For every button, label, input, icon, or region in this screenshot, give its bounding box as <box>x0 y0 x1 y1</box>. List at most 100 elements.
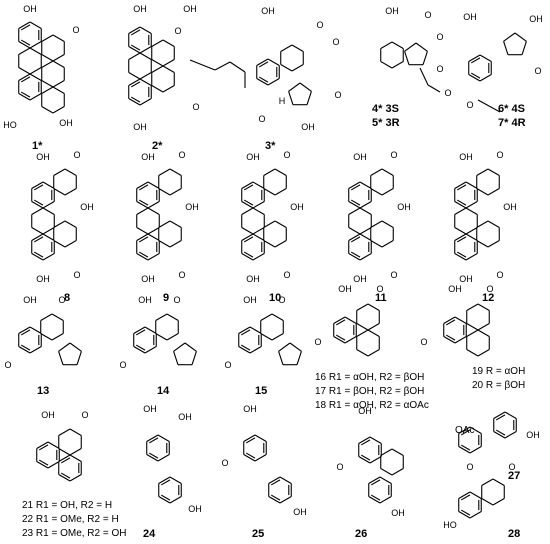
ring-bond <box>158 220 171 228</box>
ring-bond <box>241 201 254 209</box>
ring-bond <box>344 336 357 344</box>
ring-bond <box>252 233 265 241</box>
ring-bond <box>139 98 152 106</box>
hydroxyl-label: OH <box>448 284 462 294</box>
double-bond <box>270 479 281 486</box>
ring-bond <box>288 82 301 92</box>
ring-bond <box>260 313 273 321</box>
oxygen-label: O <box>73 270 80 280</box>
ring-bond <box>241 207 254 215</box>
ring-bond <box>367 323 380 331</box>
ring-bond <box>157 434 170 442</box>
double-bond <box>33 199 44 206</box>
ring-bond <box>29 326 42 334</box>
compound-label-9: 9 <box>163 292 170 304</box>
ring-bond <box>458 446 471 454</box>
oxygen-label: O <box>192 102 199 112</box>
ring-bond <box>465 233 478 241</box>
double-bond <box>350 251 361 258</box>
oxygen-label: O <box>178 270 185 280</box>
ring-bond <box>477 329 490 337</box>
ring-bond <box>476 168 489 176</box>
oxygen-label: O <box>119 360 126 370</box>
double-bond <box>460 509 471 516</box>
ring-bond <box>454 253 467 261</box>
ring-bond <box>53 188 66 196</box>
ring-bond <box>278 342 291 352</box>
ring-bond <box>53 240 66 248</box>
bond-5 <box>427 84 441 93</box>
ring-bond <box>241 253 254 261</box>
ring-bond <box>381 168 394 176</box>
ring-bond <box>29 73 42 81</box>
ring-bond <box>29 47 42 55</box>
ring-bond <box>267 58 280 66</box>
ring-bond <box>465 227 478 235</box>
double-bond <box>335 334 346 341</box>
ring-bond <box>64 240 77 248</box>
ring-bond <box>249 326 262 334</box>
ring-bond <box>29 93 42 101</box>
ring-bond <box>41 80 54 88</box>
bond-1 <box>214 61 231 71</box>
double-bond <box>240 329 251 336</box>
compound-label-26: 26 <box>355 528 368 540</box>
ring-bond <box>158 496 171 504</box>
double-bond <box>360 439 371 446</box>
double-bond <box>33 251 44 258</box>
ring-bond <box>18 67 31 75</box>
ring-bond <box>31 253 44 261</box>
ring-bond <box>348 201 361 209</box>
ring-bond <box>136 253 149 261</box>
ring-bond <box>136 201 149 209</box>
hydroxyl-label: OH <box>293 507 307 517</box>
double-bond <box>243 236 254 243</box>
double-bond <box>138 199 149 206</box>
hydroxyl-label: OH <box>529 14 543 24</box>
oxygen-label: O <box>81 410 88 420</box>
oxygen-label: O <box>283 270 290 280</box>
double-bond <box>445 334 456 341</box>
ring-bond <box>268 476 281 484</box>
hydroxyl-label: HO <box>3 120 17 130</box>
double-bond <box>370 479 381 486</box>
ring-bond <box>391 448 404 456</box>
ring-bond <box>476 240 489 248</box>
ring-bond <box>128 98 141 106</box>
ring-bond <box>147 201 160 209</box>
ring-bond <box>380 41 393 49</box>
double-bond <box>370 494 381 501</box>
hydroxyl-label: OH <box>353 152 367 162</box>
ring-bond <box>41 54 54 62</box>
oxygen-label: O <box>221 458 228 468</box>
oxygen-label: O <box>390 150 397 160</box>
hydroxyl-label: OH <box>301 122 315 132</box>
compound-label-23: 23 R1 = OMe, R2 = OH <box>22 528 127 539</box>
double-bond <box>33 184 44 191</box>
ring-bond <box>76 351 82 365</box>
oxygen-label: O <box>534 66 541 76</box>
ring-bond <box>348 227 361 235</box>
compound-label-20: 20 R = βOH <box>472 380 526 391</box>
double-bond <box>243 184 254 191</box>
double-bond <box>138 251 149 258</box>
oxygen-label: O <box>178 150 185 160</box>
ring-bond <box>151 65 164 73</box>
oxygen-label: O <box>283 150 290 160</box>
hydroxyl-label: OH <box>290 202 304 212</box>
ring-bond <box>274 240 287 248</box>
ring-bond <box>147 227 160 235</box>
ring-bond <box>356 323 369 331</box>
ring-bond <box>359 181 372 189</box>
oxygen-label: O <box>316 20 323 30</box>
double-bond <box>460 494 471 501</box>
ring-bond <box>128 78 141 86</box>
ring-bond <box>69 342 82 352</box>
ring-bond <box>53 220 66 228</box>
hydroxyl-label: OH <box>526 430 540 440</box>
oxygen-label: O <box>436 32 443 42</box>
ring-bond <box>136 181 149 189</box>
ring-bond <box>274 188 287 196</box>
ring-bond <box>465 207 478 215</box>
ring-bond <box>333 316 346 324</box>
